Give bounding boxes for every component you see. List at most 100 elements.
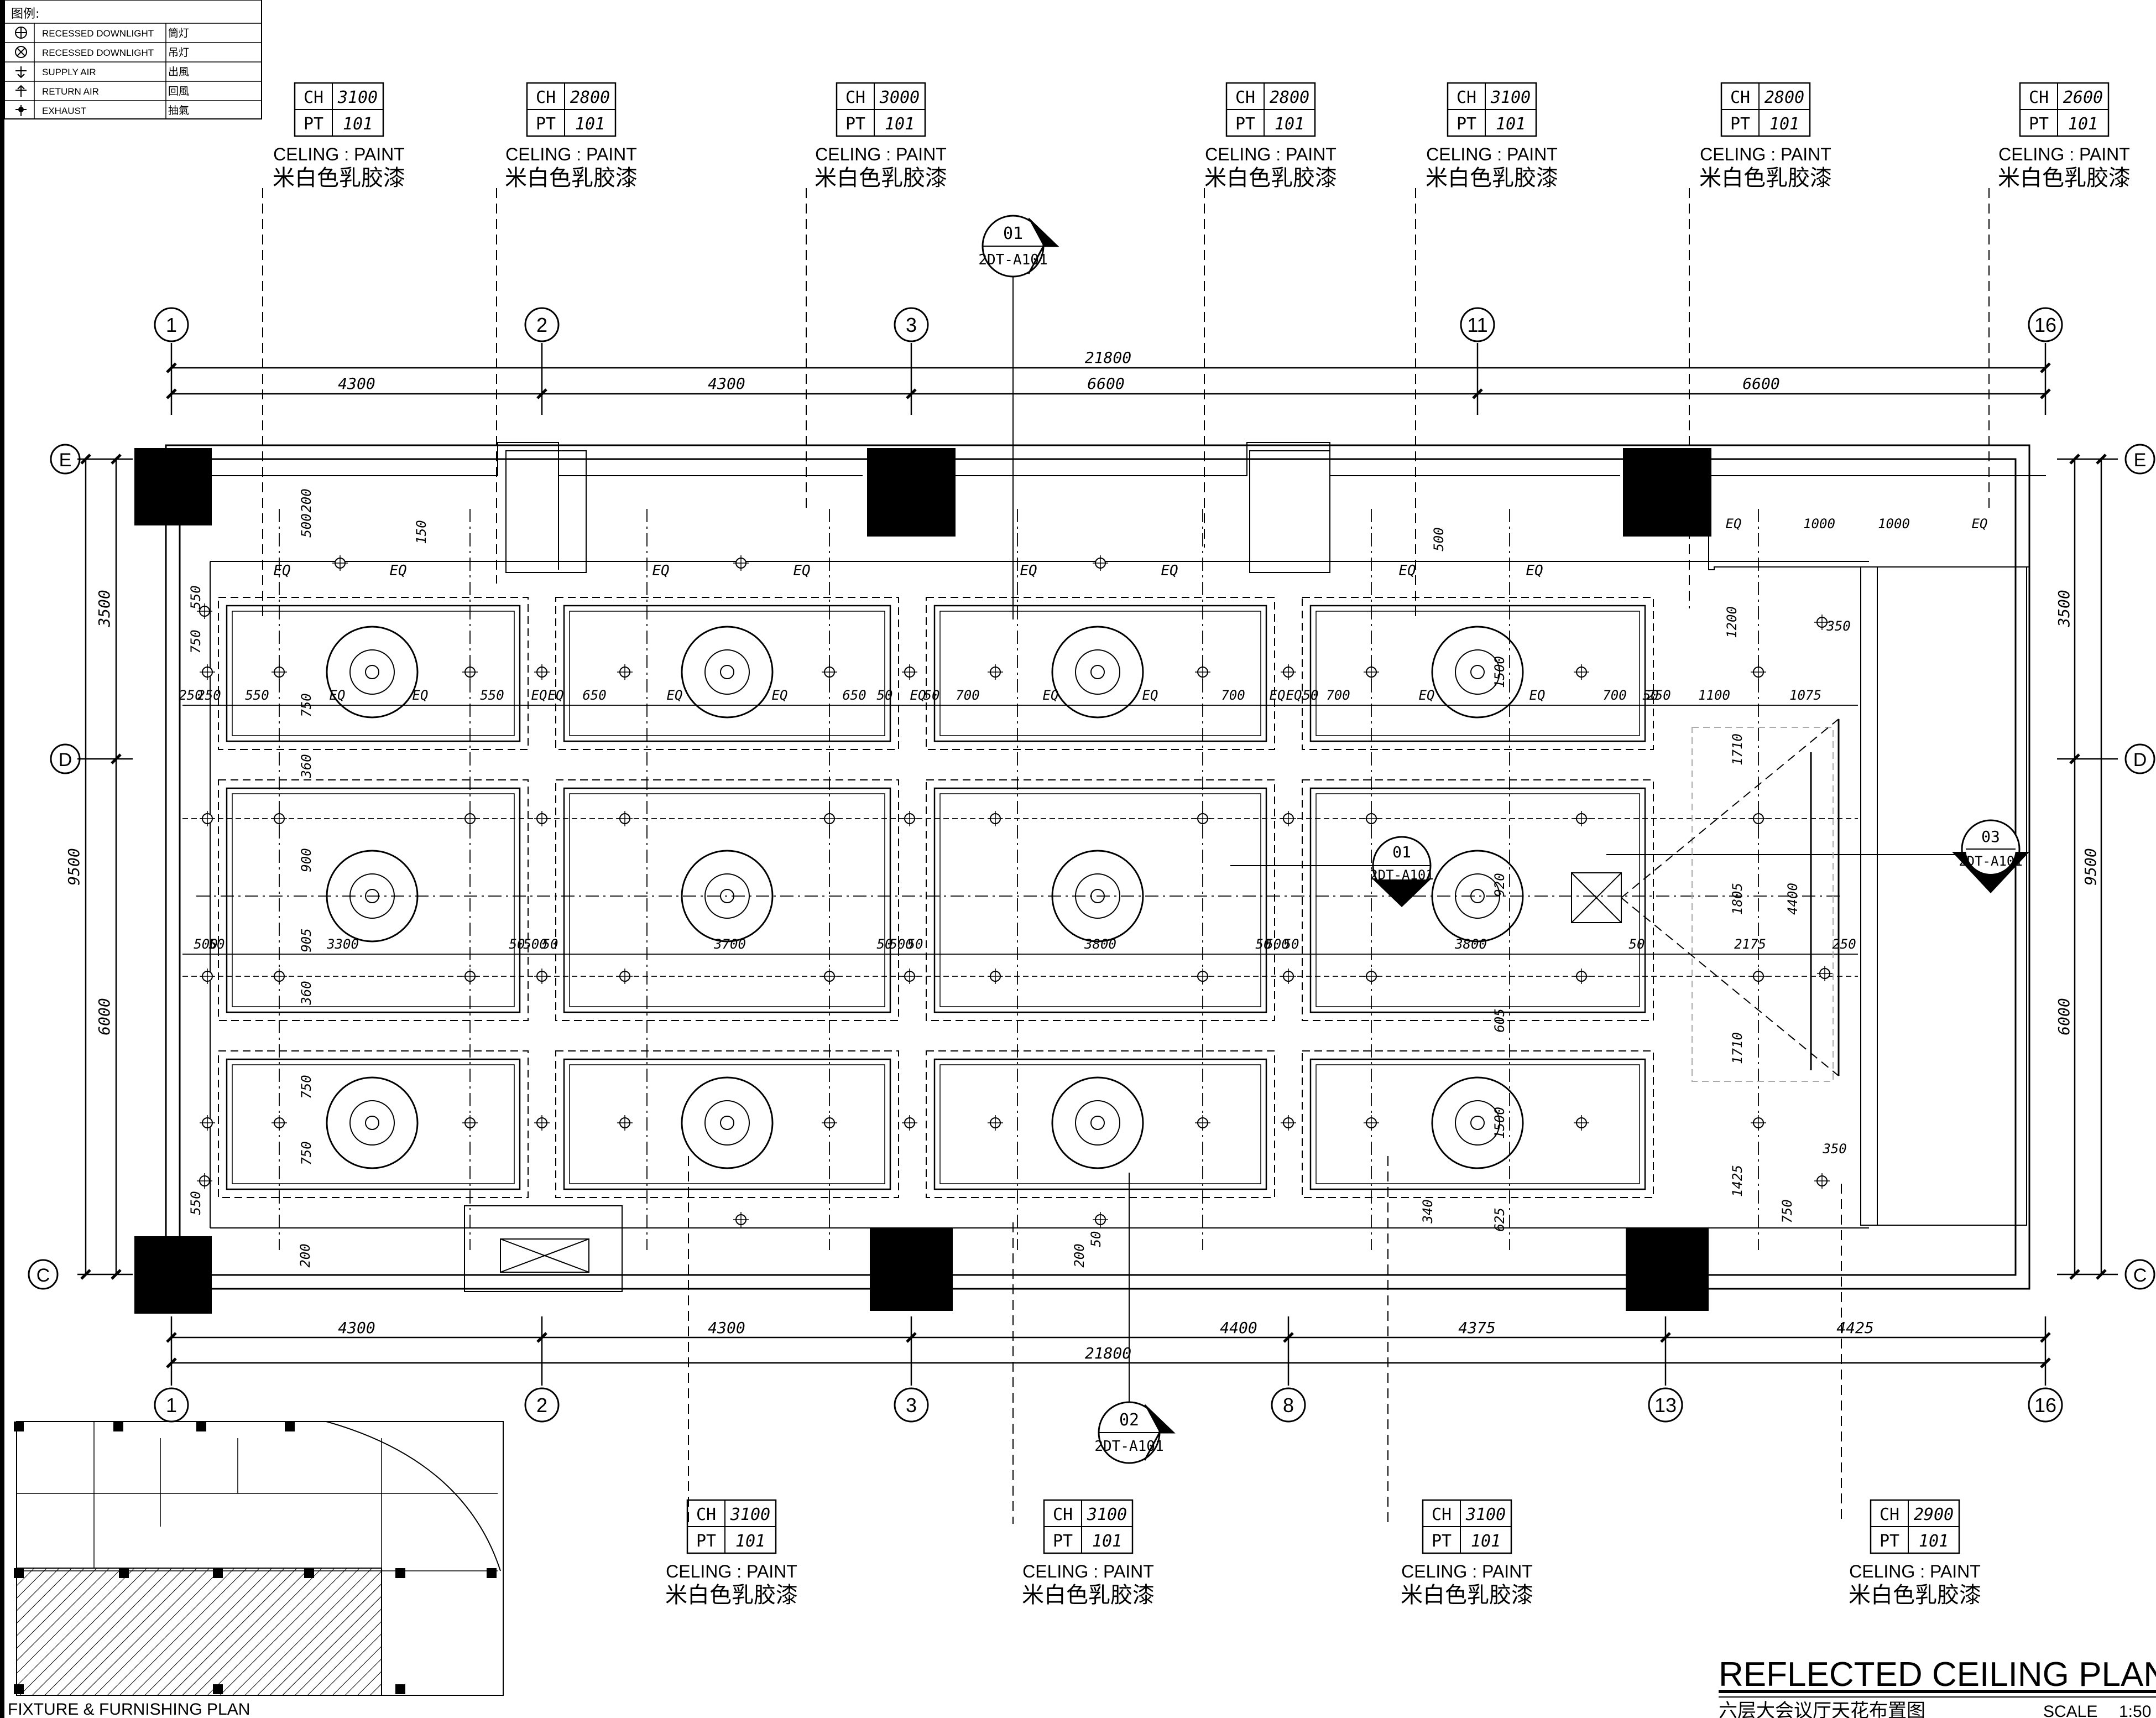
downlight-icon [1751, 969, 1766, 984]
dim-label: EQ [548, 688, 564, 703]
legend: 图例: RECESSED DOWNLIGHT 筒灯 RECESSED DOWNL… [4, 0, 262, 119]
dim-label: EQ [1270, 688, 1286, 703]
downlight-icon [197, 1173, 212, 1189]
dim-label: 550 [245, 688, 269, 703]
dim-label: 1000 [1803, 516, 1835, 532]
svg-text:01: 01 [1392, 843, 1411, 861]
dim-label: 605 [1492, 1008, 1507, 1032]
grid-bubble: C [28, 1259, 59, 1290]
scale-label: SCALE [2043, 1703, 2097, 1718]
dim-label: 350 [1822, 1141, 1846, 1157]
section-marker: 01 2DT-A101 [978, 215, 1059, 619]
dim-label: 2175 [1734, 936, 1766, 952]
dim-label: 1075 [1789, 688, 1821, 703]
dim-label: EQ [1142, 688, 1158, 703]
column [1623, 448, 1711, 537]
dim-label: 50 [1643, 688, 1659, 703]
dim-label: EQ [1726, 516, 1742, 532]
column [134, 448, 212, 525]
ceiling-panel [926, 1050, 1275, 1198]
downlight-icon [1195, 664, 1210, 680]
downlight-icon [1195, 969, 1210, 984]
return-air-icon [15, 85, 27, 97]
column [134, 1236, 212, 1314]
dim-label: 250 [1647, 688, 1670, 703]
tag-material: CELING : PAINT [815, 144, 947, 164]
downlight-icon [462, 1115, 478, 1131]
dim-total-top: 21800 [1085, 348, 1131, 367]
dim-label: 750 [299, 1075, 314, 1099]
dim-label: 6600 [1742, 374, 1779, 393]
dim-label: EQ [1972, 516, 1988, 532]
dim-label: EQ [910, 688, 926, 703]
dim-label: 750 [299, 1141, 314, 1165]
dim-label: EQ [652, 563, 669, 579]
dim-label: 4400 [1785, 883, 1800, 915]
pendant-light-icon [1051, 626, 1144, 719]
dim-label: EQ [1526, 563, 1543, 579]
downlight-icon [1281, 664, 1296, 680]
dim-label: EQ [1398, 563, 1416, 579]
dim-label: 150 [414, 520, 429, 544]
tag-ch-label: CH [1730, 88, 1750, 107]
pendant-light-icon [1431, 626, 1524, 719]
dimensions-right [2057, 454, 2118, 1280]
tag-material: CELING : PAINT [1700, 144, 1831, 164]
tag-pt-value: 101 [1919, 1532, 1949, 1551]
grid-bubble: 3 [894, 1387, 929, 1423]
ceiling-panel [926, 597, 1275, 750]
dim-label: 1500 [1492, 656, 1507, 688]
dim-label: EQ [1529, 688, 1546, 703]
svg-text:16: 16 [2034, 314, 2056, 336]
tag-ch-label: CH [1432, 1505, 1452, 1524]
dim-label: EQ [389, 563, 406, 579]
downlight-icon [462, 664, 478, 680]
svg-text:1: 1 [166, 314, 177, 336]
downlight-icon [617, 1115, 633, 1131]
grid-bubble: 2 [524, 307, 560, 342]
grid-bubble: 8 [1271, 1387, 1306, 1423]
downlight-icon [200, 664, 215, 680]
tag-ch-value: 3100 [1465, 1505, 1506, 1524]
svg-text:D: D [2133, 749, 2147, 771]
tag-ch-label: CH [2029, 88, 2049, 107]
dim-label: 6000 [95, 998, 113, 1035]
tag-pt-label: PT [1053, 1532, 1073, 1551]
svg-text:2DT-A101: 2DT-A101 [978, 252, 1047, 268]
tag-ch-label: CH [1880, 1505, 1899, 1524]
ceiling-panel [218, 1050, 529, 1198]
tag-pt-value: 101 [575, 114, 605, 134]
dim-label: 3800 [1084, 936, 1116, 952]
tag-material: CELING : PAINT [666, 1561, 797, 1581]
pendant-light-icon [15, 46, 27, 58]
grid-bubble: 13 [1648, 1387, 1683, 1423]
svg-text:D: D [59, 749, 72, 771]
dim-label: 3500 [95, 590, 113, 627]
downlight-icon [462, 811, 478, 826]
dim-label: 50 [877, 936, 893, 952]
pendant-light-icon [681, 1076, 774, 1169]
section-marker: 02 2DT-A101 [1094, 1173, 1176, 1464]
grid-bubble: E [2124, 444, 2155, 475]
downlight-icon [462, 969, 478, 984]
svg-text:11: 11 [1467, 314, 1487, 336]
section-marker: 03 2DT-A101 [1606, 819, 2029, 893]
grid-bubble: D [50, 743, 81, 774]
dim-label: 700 [956, 688, 979, 703]
scale-value: 1:50 [2119, 1703, 2151, 1718]
svg-text:3: 3 [906, 314, 917, 336]
dim-label: 4400 [1220, 1319, 1257, 1337]
dimensions-bottom [166, 1316, 2051, 1386]
grid-bubble: 16 [2028, 1387, 2063, 1423]
key-plan-title: FIXTURE & FURNISHING PLAN [8, 1700, 250, 1718]
dim-label: 550 [480, 688, 504, 703]
downlight-icon [902, 969, 917, 984]
dim-label: 50 [1088, 1231, 1104, 1247]
dim-label: EQ [793, 563, 810, 579]
svg-text:E: E [2134, 450, 2147, 471]
svg-text:C: C [2133, 1265, 2147, 1286]
